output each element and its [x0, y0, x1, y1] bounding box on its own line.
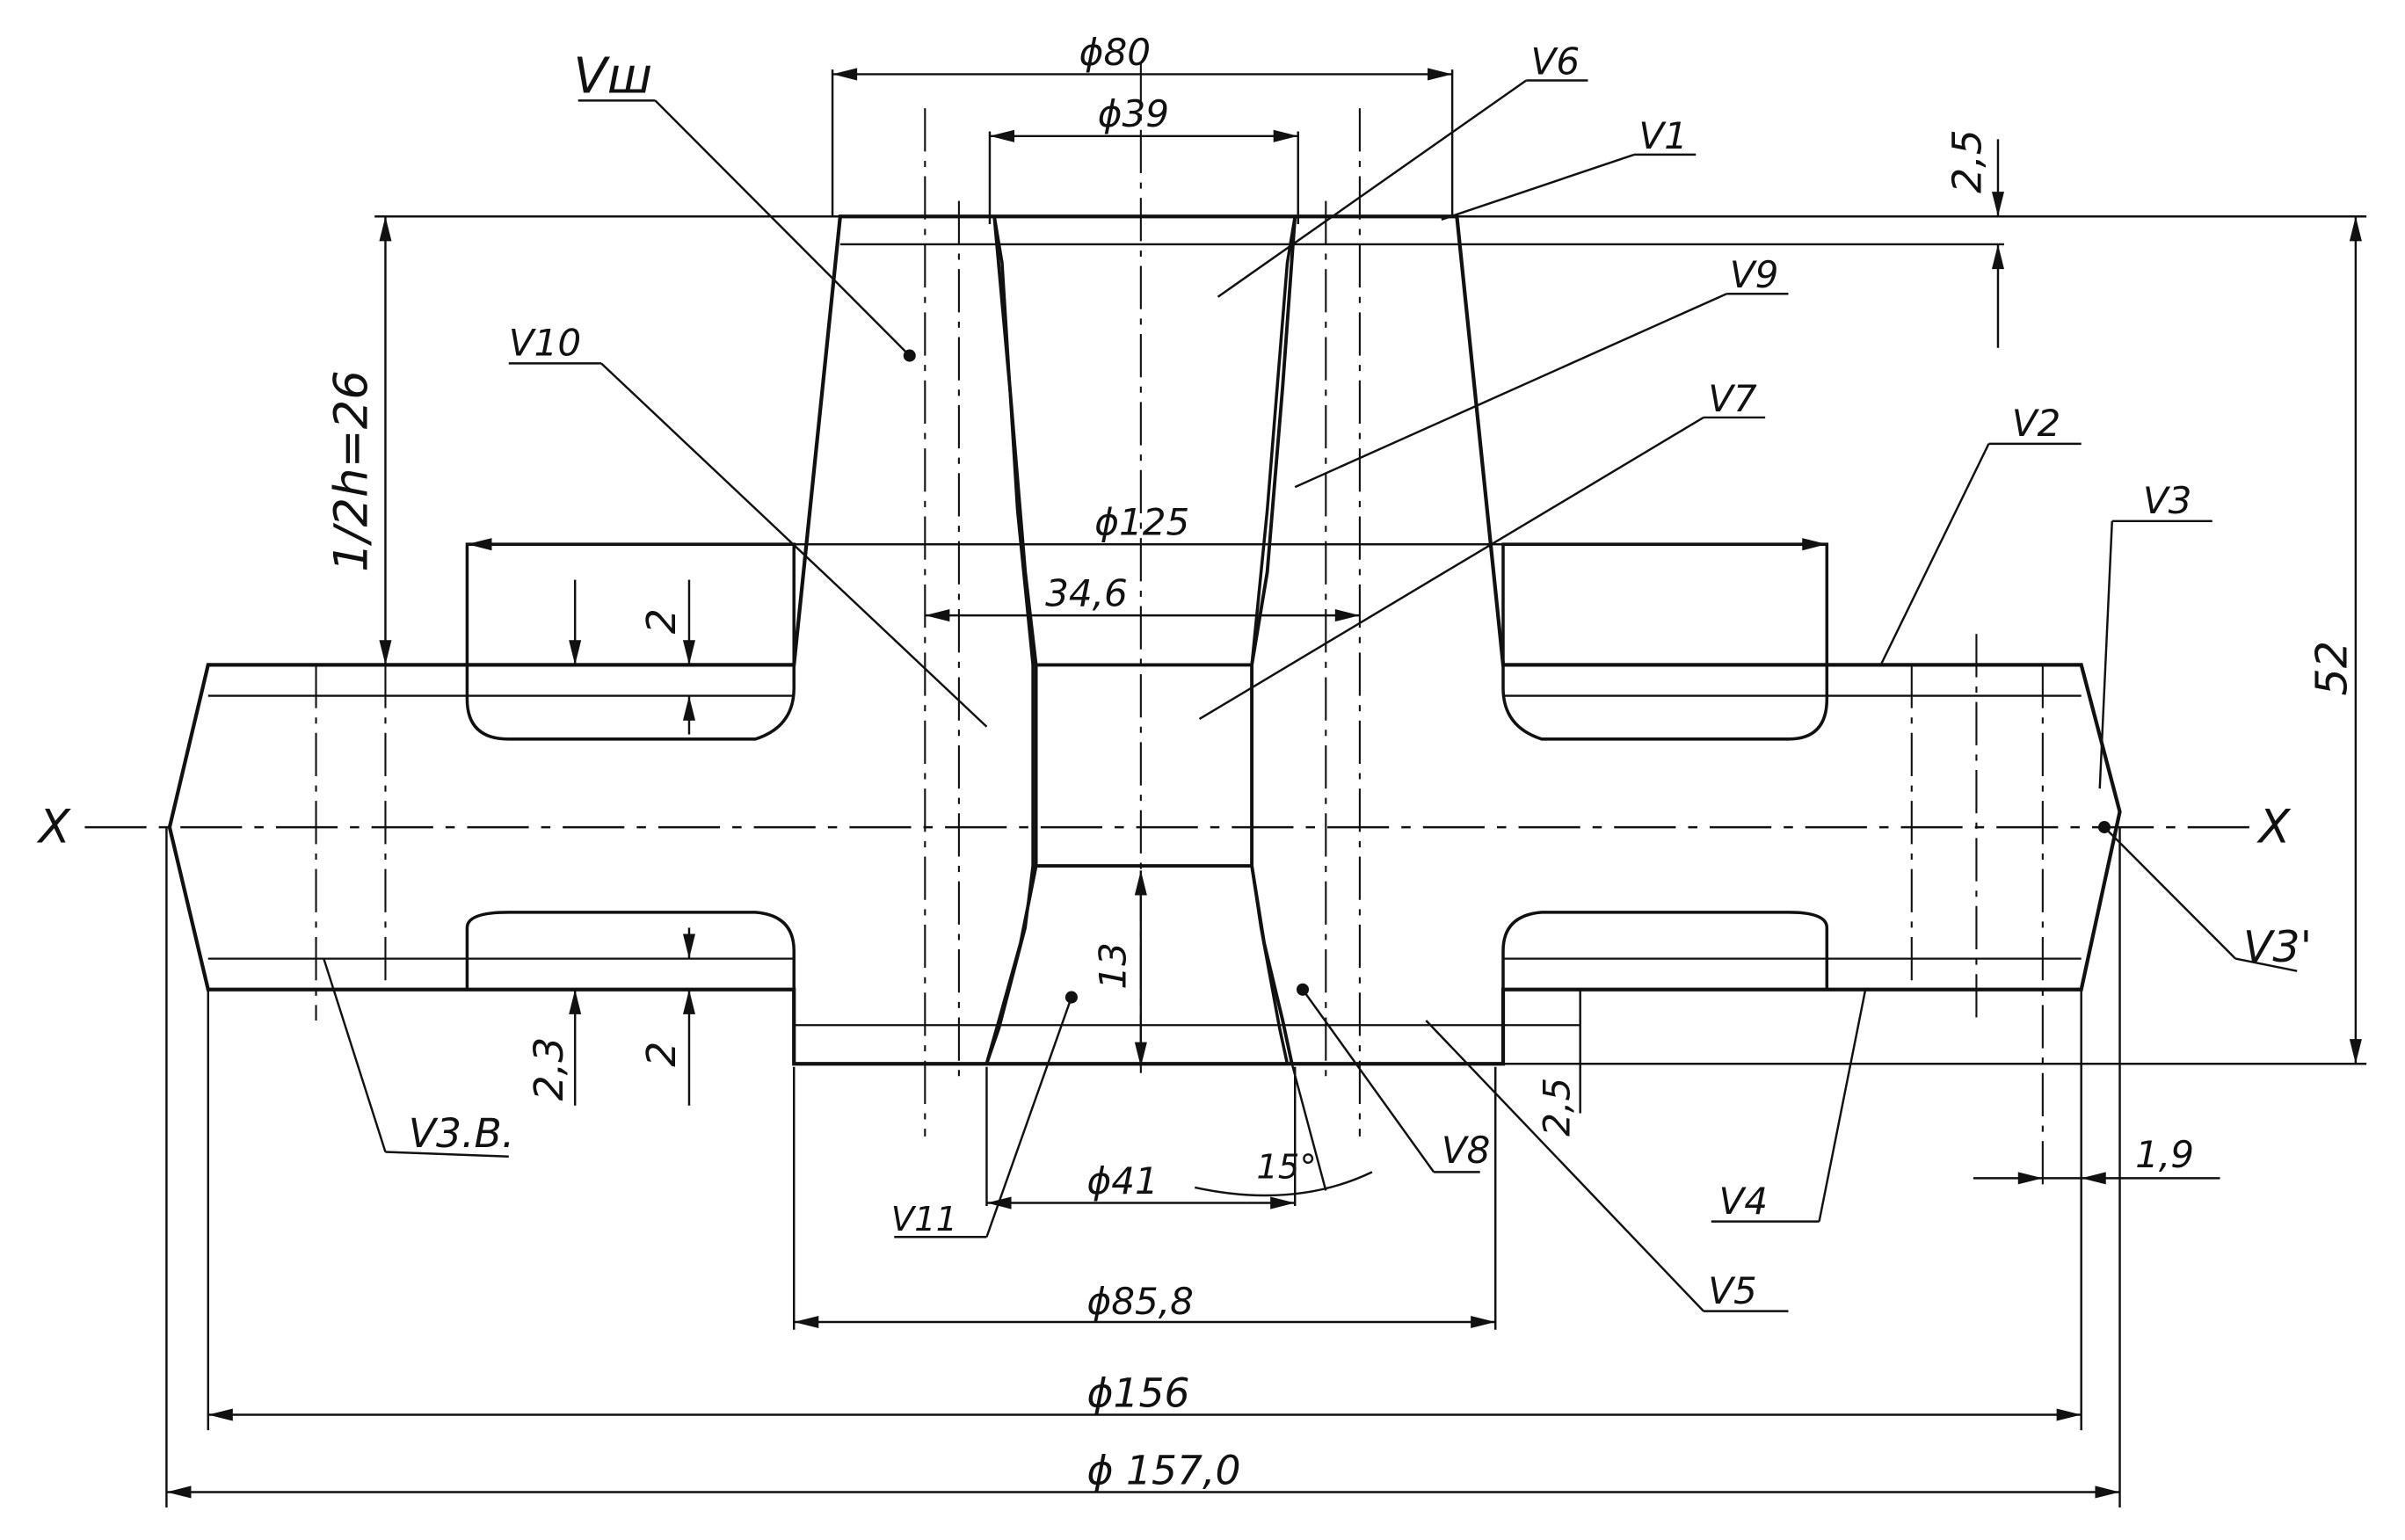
leader-lines: [323, 79, 2298, 1312]
hatched-region-right: [1250, 214, 2122, 1065]
dim-2-5-bottom: 2,5: [1535, 1078, 1578, 1137]
axis-labels: X X: [36, 801, 2292, 854]
label-v10: V10: [509, 322, 581, 365]
dim-phi157: ϕ 157,0: [1086, 1448, 1240, 1494]
dim-1-9: 1,9: [2135, 1133, 2194, 1176]
dim-phi125: ϕ125: [1094, 501, 1189, 544]
dimension-labels: ϕ80 ϕ39 ϕ125 34,6 ϕ41 ϕ85,8 ϕ156 ϕ 157,0…: [324, 31, 2357, 1494]
dim-phi80: ϕ80: [1079, 31, 1151, 74]
dim-52: 52: [2306, 641, 2357, 696]
label-v2: V2: [2012, 402, 2061, 445]
construction-lines: [207, 243, 2082, 1027]
dim-2-5-top: 2,5: [1944, 129, 1991, 193]
label-v3prime: V3': [2243, 921, 2312, 972]
label-vsh: Vш: [573, 47, 652, 105]
dim-2-3: 2,3: [526, 1037, 572, 1101]
dim-half-h: 1/2h=26: [324, 370, 378, 572]
label-v6: V6: [1531, 40, 1580, 83]
dim-phi85-8: ϕ85,8: [1086, 1280, 1193, 1323]
dimension-lines: [165, 69, 2367, 1508]
axis-label-right: X: [2256, 801, 2292, 854]
volume-labels: Vш V6 V1 V9 V10 V7 V2 V3 V3' V3.B. V4 V5…: [409, 40, 2312, 1312]
dim-phi156: ϕ156: [1086, 1370, 1189, 1417]
recess-bottom-left: [465, 911, 796, 992]
leader-dots: [903, 349, 2111, 1004]
part-section: [84, 62, 2251, 1191]
axis-label-left: X: [36, 801, 72, 854]
dim-34-6: 34,6: [1045, 571, 1128, 614]
recess-top-right: [1501, 542, 1829, 741]
label-v9: V9: [1730, 253, 1779, 296]
label-v4: V4: [1719, 1180, 1769, 1223]
label-v5: V5: [1708, 1269, 1757, 1312]
label-v1: V1: [1638, 114, 1688, 157]
label-v3: V3: [2143, 479, 2192, 522]
label-v3v: V3.B.: [409, 1110, 514, 1157]
dim-angle-15: 15°: [1256, 1147, 1316, 1187]
dim-13: 13: [1091, 942, 1134, 990]
bore-outline: [985, 216, 1297, 1064]
dim-2-left-bottom: 2: [638, 1042, 685, 1067]
label-v7: V7: [1708, 377, 1757, 420]
recess-bottom-right: [1501, 911, 1829, 992]
label-v8: V8: [1442, 1129, 1491, 1172]
recess-top-left: [465, 542, 796, 741]
label-v11: V11: [891, 1200, 957, 1239]
hatched-region-left: [168, 214, 1035, 1065]
dim-2-left-top: 2: [638, 608, 685, 634]
dim-phi39: ϕ39: [1098, 92, 1169, 135]
dim-phi41: ϕ41: [1086, 1159, 1158, 1202]
arrowheads: [166, 68, 2362, 1499]
